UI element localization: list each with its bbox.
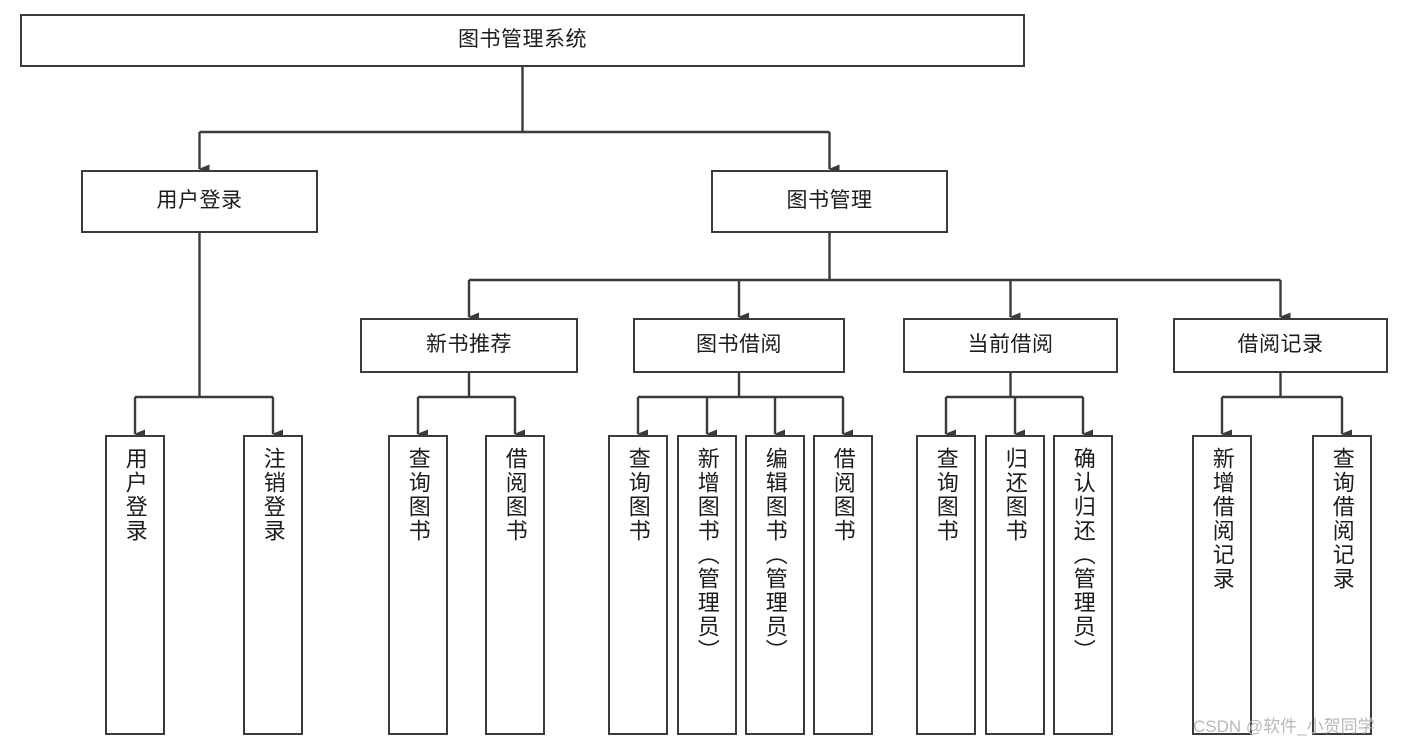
connector-lines <box>133 67 1352 439</box>
node-label-new-book-recommend: 新书推荐 <box>426 333 512 357</box>
node-label-current-borrow: 当前借阅 <box>967 333 1054 357</box>
node-label-borrow-record: 借阅记录 <box>1237 333 1324 357</box>
node-leaf-query-book-borrow[interactable]: 查询图书 <box>608 435 668 735</box>
node-leaf-user-login[interactable]: 用户登录 <box>105 435 165 735</box>
node-leaf-return-book[interactable]: 归还图书 <box>985 435 1045 735</box>
node-book-management[interactable]: 图书管理 <box>711 170 948 233</box>
node-label-leaf-edit-book: 编辑图书（管理员） <box>762 447 788 663</box>
node-label-leaf-return-book: 归还图书 <box>1002 447 1028 543</box>
node-label-root: 图书管理系统 <box>458 28 587 52</box>
node-label-leaf-borrow-book: 借阅图书 <box>830 447 856 543</box>
node-leaf-logout[interactable]: 注销登录 <box>243 435 303 735</box>
node-label-leaf-query-borrow-record: 查询借阅记录 <box>1329 447 1355 591</box>
node-label-user-login: 用户登录 <box>156 189 243 213</box>
node-label-leaf-add-borrow-record: 新增借阅记录 <box>1209 447 1235 591</box>
node-label-leaf-query-book-rec: 查询图书 <box>405 447 431 543</box>
node-leaf-add-book[interactable]: 新增图书（管理员） <box>677 435 737 735</box>
node-label-leaf-user-login: 用户登录 <box>122 447 148 543</box>
node-current-borrow[interactable]: 当前借阅 <box>903 318 1118 373</box>
node-label-leaf-query-book-borrow: 查询图书 <box>625 447 651 543</box>
node-leaf-confirm-return[interactable]: 确认归还（管理员） <box>1053 435 1113 735</box>
node-user-login[interactable]: 用户登录 <box>81 170 318 233</box>
node-borrow-record[interactable]: 借阅记录 <box>1173 318 1388 373</box>
node-leaf-borrow-book-rec[interactable]: 借阅图书 <box>485 435 545 735</box>
node-label-leaf-logout: 注销登录 <box>260 447 286 543</box>
node-new-book-recommend[interactable]: 新书推荐 <box>360 318 578 373</box>
node-label-book-borrow: 图书借阅 <box>696 333 782 357</box>
node-root[interactable]: 图书管理系统 <box>20 14 1025 67</box>
node-book-borrow[interactable]: 图书借阅 <box>633 318 845 373</box>
node-leaf-query-book-current[interactable]: 查询图书 <box>916 435 976 735</box>
node-label-leaf-borrow-book-rec: 借阅图书 <box>502 447 528 543</box>
node-leaf-edit-book[interactable]: 编辑图书（管理员） <box>745 435 805 735</box>
node-label-book-management: 图书管理 <box>786 189 873 213</box>
node-leaf-query-borrow-record[interactable]: 查询借阅记录 <box>1312 435 1372 735</box>
node-label-leaf-query-book-current: 查询图书 <box>933 447 959 543</box>
node-label-leaf-confirm-return: 确认归还（管理员） <box>1070 447 1096 663</box>
node-label-leaf-add-book: 新增图书（管理员） <box>694 447 720 663</box>
node-leaf-borrow-book[interactable]: 借阅图书 <box>813 435 873 735</box>
node-leaf-add-borrow-record[interactable]: 新增借阅记录 <box>1192 435 1252 735</box>
node-leaf-query-book-rec[interactable]: 查询图书 <box>388 435 448 735</box>
